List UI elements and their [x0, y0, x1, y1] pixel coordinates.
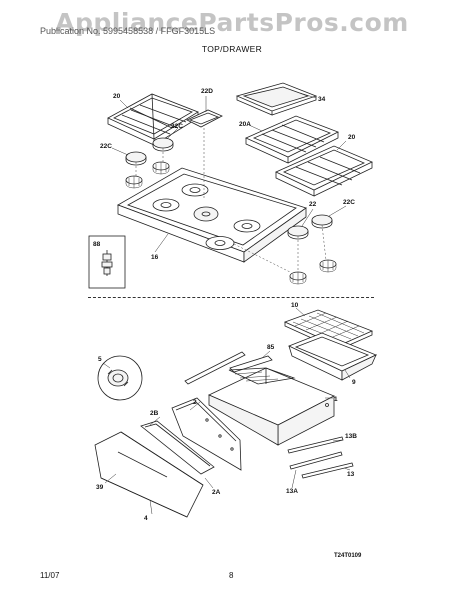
footer-page-number: 8	[229, 571, 234, 580]
label-34: 34	[318, 96, 326, 103]
label-22: 22	[309, 201, 317, 208]
label-16: 16	[151, 254, 159, 261]
label-2A: 2A	[212, 489, 221, 496]
drawer-side-rail	[184, 351, 246, 385]
label-22C-center: 22C	[171, 123, 183, 130]
label-22C-left: 22C	[100, 143, 112, 150]
griddle-part-34	[235, 82, 318, 116]
watermark: AppliancePartsPros.com	[55, 8, 409, 37]
label-5: 5	[98, 356, 102, 363]
label-20-left-grate: 20	[113, 93, 121, 100]
drawer-body-part-1	[208, 367, 335, 446]
drawer-rail-part-13B	[287, 436, 344, 454]
label-13: 13	[347, 471, 355, 478]
broiler-pan-part-9	[287, 332, 377, 381]
label-88: 88	[93, 241, 101, 248]
label-39: 39	[96, 484, 104, 491]
label-13B: 13B	[345, 433, 357, 440]
middle-grate-part-20A	[245, 115, 339, 164]
burner-head-center	[152, 161, 170, 175]
burner-head-right-b	[319, 259, 337, 273]
label-1: 1	[334, 396, 338, 403]
publication-header: Publication No. 5995458538 / FFGF3015LS	[40, 26, 216, 36]
section-title: TOP/DRAWER	[201, 44, 263, 54]
label-2: 2	[193, 399, 197, 406]
label-22C-right: 22C	[343, 199, 355, 206]
label-2B: 2B	[150, 410, 159, 417]
label-20A: 20A	[239, 121, 251, 128]
center-grate-part-22D	[186, 109, 223, 128]
diagram-code: T24T0109	[334, 553, 362, 559]
label-20-right-grate: 20	[348, 134, 356, 141]
knob-inset-part-5	[97, 355, 143, 401]
drawer-outer-front-part-4	[94, 431, 204, 518]
right-grate-part-20	[275, 145, 373, 197]
label-10: 10	[291, 302, 299, 309]
cooktop-main-top-part-16	[117, 167, 307, 263]
drawer-inner-panel-part-2B	[140, 420, 215, 475]
drawer-front-panel-part-2	[171, 397, 242, 471]
burner-cap-22C-center	[152, 137, 174, 152]
drawer-rail-part-13A	[289, 451, 343, 470]
burner-head-right-a	[289, 271, 307, 285]
burner-head-left	[125, 175, 143, 189]
drawer-glide-part-85	[229, 355, 273, 373]
section-divider	[88, 297, 374, 298]
label-13A: 13A	[286, 488, 298, 495]
label-4: 4	[144, 515, 148, 522]
label-9: 9	[352, 379, 356, 386]
drawer-rail-part-13	[301, 462, 354, 479]
label-22D: 22D	[201, 88, 213, 95]
footer-date: 11/07	[40, 571, 60, 580]
inset-box-part-88	[88, 235, 126, 289]
label-85: 85	[267, 344, 275, 351]
